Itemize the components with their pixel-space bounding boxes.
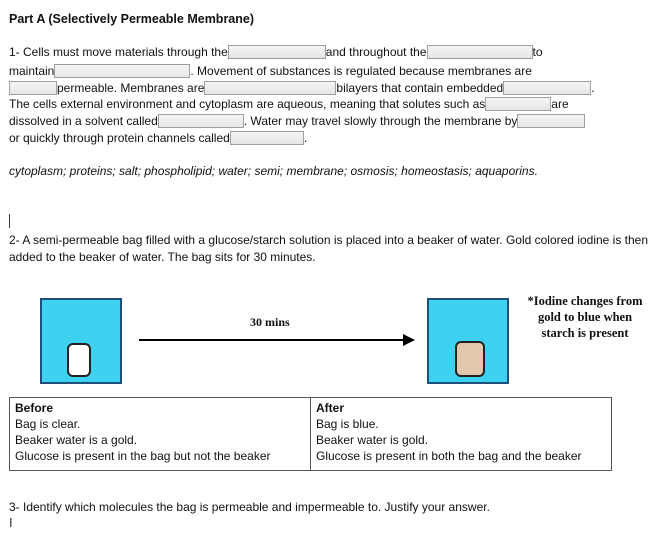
q1-line-6: or quickly through protein channels call… [9,131,307,146]
text-cursor [9,214,10,228]
before-row: Glucose is present in the bag but not th… [15,449,271,463]
q1-line-1: 1- Cells must move materials through the… [9,45,543,60]
q1-line-2: maintain . Movement of substances is regu… [9,64,532,79]
before-header: Before [15,401,54,415]
blank-input[interactable] [227,45,326,59]
before-row: Bag is clear. [15,417,81,431]
blank-input[interactable] [503,81,592,95]
after-row: Bag is blue. [316,417,379,431]
q1-text: . [303,131,308,145]
q1-text: dissolved in a solvent called [9,114,158,128]
q1-line-4: The cells external environment and cytop… [9,97,569,112]
q1-text: are [551,97,569,111]
q1-text: 1- Cells must move materials through the [9,45,228,59]
word-bank: cytoplasm; proteins; salt; phospholipid;… [9,164,538,178]
text-cursor-icon: I [9,515,13,530]
q1-line-3: permeable. Membranes are bilayers that co… [9,81,595,96]
after-header: After [316,401,345,415]
q1-text: bilayers that contain embedded [336,81,504,95]
arrow-right-icon [403,334,415,346]
after-row: Glucose is present in both the bag and t… [316,449,582,463]
time-label: 30 mins [250,315,290,329]
after-row: Beaker water is gold. [316,433,429,447]
iodine-note: *Iodine changes from gold to blue when s… [527,294,643,340]
part-title: Part A (Selectively Permeable Membrane) [9,12,255,26]
q1-text: . Water may travel slowly through the me… [243,114,518,128]
bag-before [67,343,91,377]
before-row: Beaker water is a gold. [15,433,138,447]
q1-text: maintain [9,64,55,78]
blank-input[interactable] [229,131,304,145]
blank-input[interactable] [54,64,191,78]
blank-input[interactable] [485,97,552,111]
blank-input[interactable] [157,114,244,128]
beaker-after [427,298,509,384]
before-cell: Before Bag is clear. Beaker water is a g… [9,397,311,471]
q1-line-5: dissolved in a solvent called . Water may… [9,114,586,129]
q1-text: The cells external environment and cytop… [9,97,486,111]
after-cell: After Bag is blue. Beaker water is gold.… [310,397,612,471]
q1-text: permeable. Membranes are [57,81,205,95]
question-2: 2- A semi-permeable bag filled with a gl… [9,233,649,264]
arrow-line [139,339,405,341]
blank-input[interactable] [204,81,337,95]
blank-input[interactable] [9,81,57,95]
q1-text: and throughout the [325,45,427,59]
q1-text: or quickly through protein channels call… [9,131,230,145]
q1-text: . Movement of substances is regulated be… [190,64,532,78]
blank-input[interactable] [517,114,586,128]
blank-input[interactable] [426,45,533,59]
comparison-table: Before Bag is clear. Beaker water is a g… [9,397,612,471]
bag-after [455,341,485,377]
beaker-before [40,298,122,384]
q1-text: . [591,81,595,95]
question-3: 3- Identify which molecules the bag is p… [9,500,490,514]
q1-text: to [532,45,543,59]
